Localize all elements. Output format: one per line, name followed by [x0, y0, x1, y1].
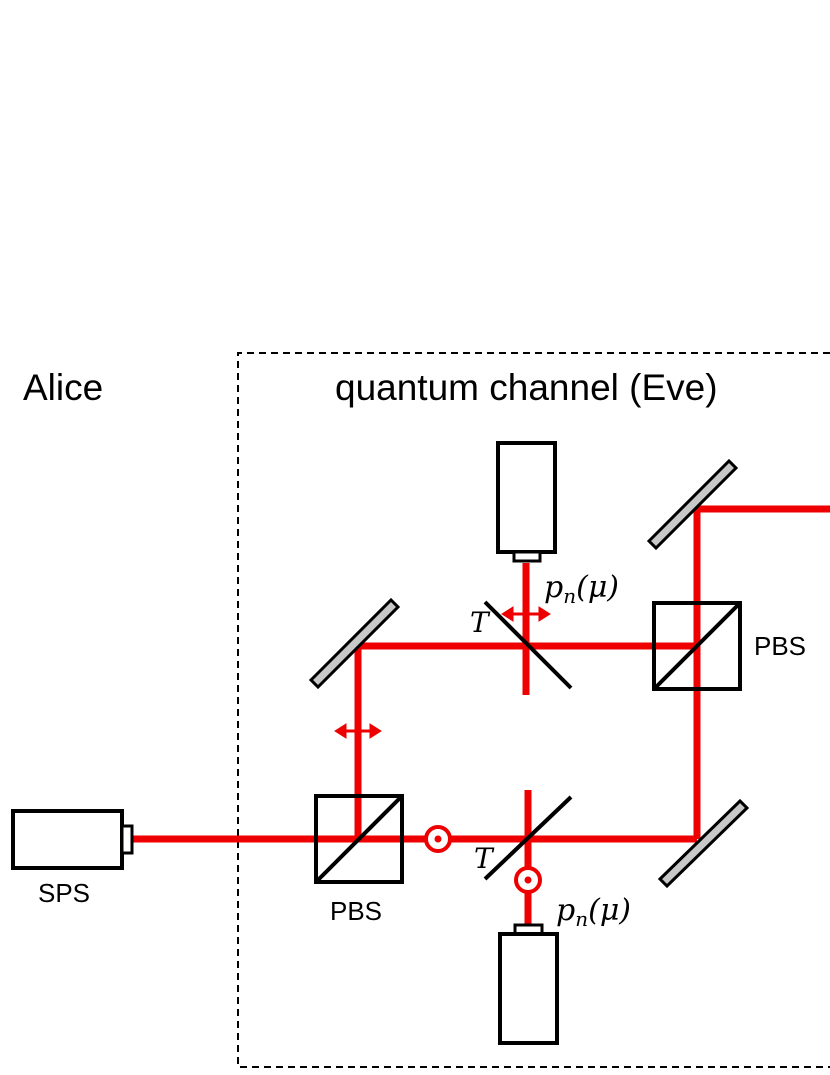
mirror-upper-right	[646, 458, 739, 551]
pbs-right	[652, 601, 742, 691]
pbs-left	[314, 794, 404, 884]
beam-splitter-upper	[483, 600, 573, 690]
detector-upper-window	[512, 550, 542, 563]
polarization-arrow-left	[334, 723, 382, 739]
label-alice: Alice	[23, 367, 103, 408]
detector-lower	[498, 923, 559, 1045]
label-sps: SPS	[38, 878, 90, 908]
pbs-right-diagonal	[652, 601, 742, 691]
detector-upper-body	[496, 441, 557, 554]
pbs-right-cube	[652, 601, 742, 691]
beam-splitter-lower	[483, 795, 573, 881]
polarization-dot-horizontal	[424, 825, 452, 853]
label-pn-lower: pn(μ)	[556, 893, 631, 931]
sps-aperture	[120, 824, 134, 855]
mirrors	[308, 458, 750, 889]
detector-upper	[496, 441, 557, 563]
label-pbs-left: PBS	[330, 896, 382, 926]
mirror-lower-right	[657, 798, 750, 889]
channel-boundary	[237, 352, 830, 1068]
sps-source	[11, 809, 134, 870]
pbs-left-cube	[314, 794, 404, 884]
sps-body	[11, 809, 124, 870]
polarization-arrow-upper	[501, 606, 551, 622]
label-quantum-channel: quantum channel (Eve)	[335, 367, 718, 408]
detector-lower-body	[498, 932, 559, 1045]
polarization-dot-vertical	[514, 866, 542, 894]
label-pbs-right: PBS	[754, 631, 806, 661]
label-pn-upper: pn(μ)	[544, 570, 619, 608]
mirror-upper-left	[308, 597, 401, 690]
label-t-upper: T	[470, 606, 491, 639]
label-t-lower: T	[474, 842, 495, 875]
pbs-left-diagonal	[314, 794, 404, 884]
